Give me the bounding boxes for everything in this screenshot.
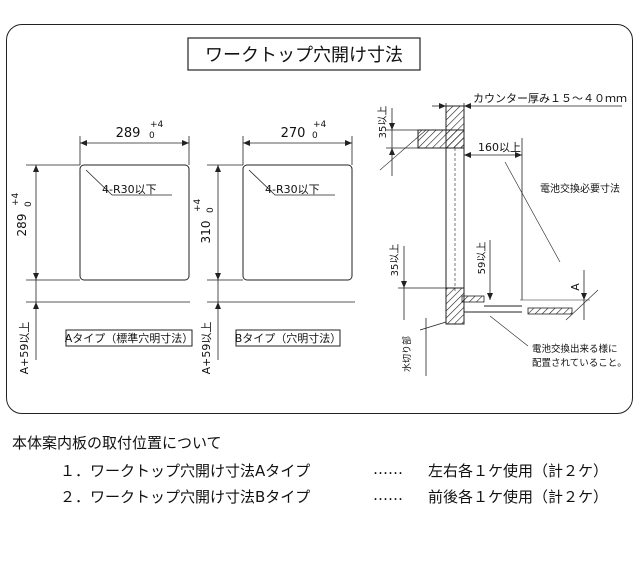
type-a-caption: Aタイプ（標準穴明寸法） — [65, 331, 194, 345]
title-box — [187, 37, 421, 71]
lower-panel — [445, 287, 465, 325]
dim-59: 59以上 — [476, 242, 488, 275]
type-b-height: 310 — [199, 221, 213, 244]
type-a-width: 289 — [116, 126, 141, 141]
type-b-width-tol-lower: 0 — [312, 131, 318, 141]
note-item-1-label: １．ワークトップ穴開け寸法Aタイプ — [60, 462, 311, 480]
type-a-height: 289 — [15, 214, 29, 237]
note-item-1-use: 左右各１ケ使用（計２ケ） — [428, 462, 609, 480]
type-a-width-tol-lower: 0 — [149, 131, 155, 141]
type-a-radius-note: 4-R30以下 — [102, 183, 157, 196]
battery-label: 電池交換必要寸法 — [540, 182, 620, 195]
type-b-height-tol-upper: +4 — [193, 198, 203, 212]
type-a-width-tol-upper: +4 — [150, 120, 164, 130]
type-b-drawing: 270 +4 0 310 +4 0 A+59以上 4-R30以下 Bタイプ（穴明… — [193, 120, 355, 374]
drawing-frame — [6, 24, 633, 414]
type-a-caption-box — [65, 329, 193, 347]
type-b-height-tol-lower: 0 — [206, 207, 216, 213]
dim-160: 160以上 — [478, 141, 521, 154]
section-note-1: 電池交換出来る様に — [532, 343, 618, 355]
type-a-height-tol-lower: 0 — [24, 201, 34, 207]
note-item-2-use: 前後各１ケ使用（計２ケ） — [428, 488, 609, 506]
type-a-cutout — [79, 164, 190, 281]
dim-a: A — [569, 283, 582, 291]
bottom-plate — [527, 307, 573, 315]
type-b-caption: Bタイプ（穴明寸法） — [235, 331, 342, 345]
note-item-2-dots: …… — [373, 486, 403, 504]
type-b-caption-box — [235, 329, 341, 347]
technical-drawing: ワークトップ穴開け寸法 289 +4 0 289 +4 0 A+59以上 4-R… — [11, 37, 627, 376]
section-view: カウンター厚み１５～４０ｍｍ 35以上 160以上 電池交換必要寸法 35以上 — [377, 92, 627, 376]
type-b-radius-note: 4-R30以下 — [265, 183, 320, 196]
type-b-cutout — [242, 164, 353, 281]
type-a-drawing: 289 +4 0 289 +4 0 A+59以上 4-R30以下 Aタイプ（標準… — [11, 120, 193, 374]
type-a-offset: A+59以上 — [18, 322, 31, 375]
dim-35-mid: 35以上 — [389, 244, 401, 277]
section-note-2: 配置されていること。 — [532, 358, 627, 369]
dim-35-top: 35以上 — [377, 106, 389, 139]
type-b-width-tol-upper: +4 — [313, 120, 327, 130]
notes-heading: 本体案内板の取付位置について — [12, 434, 222, 452]
vertical-panel-upper — [445, 105, 465, 149]
waterproof-label: 水切り部 — [401, 336, 413, 372]
title-text: ワークトップ穴開け寸法 — [205, 45, 403, 66]
note-item-1-dots: …… — [373, 460, 403, 478]
counter-thickness-label: カウンター厚み１５～４０ｍｍ — [473, 92, 627, 105]
type-a-height-tol-upper: +4 — [11, 192, 21, 206]
type-b-offset: A+59以上 — [200, 322, 213, 375]
note-item-2-label: ２．ワークトップ穴開け寸法Bタイプ — [60, 488, 311, 506]
type-b-width: 270 — [281, 126, 306, 141]
